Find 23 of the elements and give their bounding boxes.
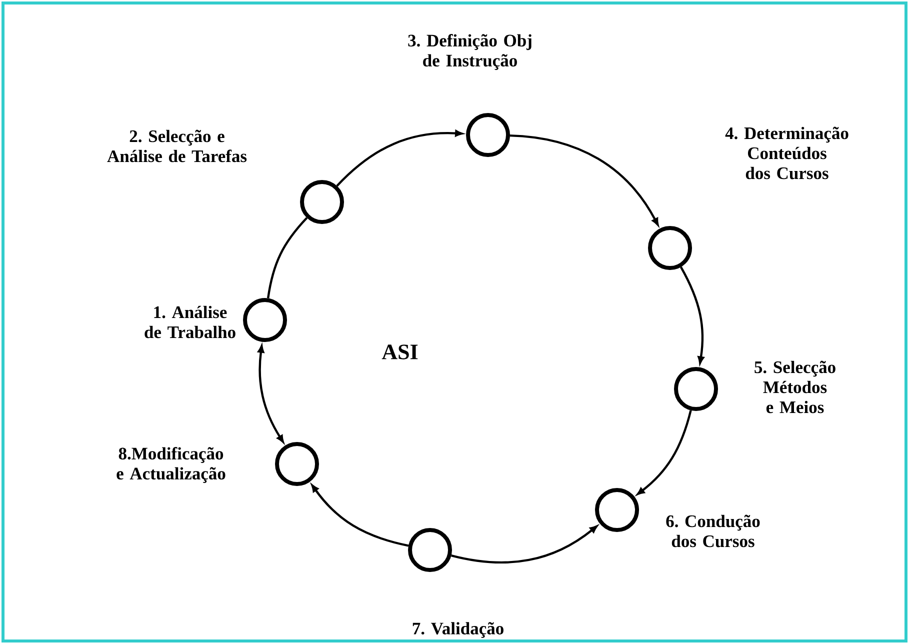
step-circle (595, 488, 639, 532)
step-label: 8.Modificação e Actualização (116, 447, 226, 483)
step-label: 4. Determinação Conteúdos dos Cursos (725, 126, 848, 180)
step-label: 2. Selecção e Análise de Tarefas (107, 130, 247, 162)
step-label: 1. Análise de Trabalho (144, 306, 236, 338)
step-circle (466, 112, 510, 157)
step-circle (300, 180, 344, 224)
step-circle (275, 442, 319, 486)
arrow (680, 266, 704, 364)
arrow (258, 345, 284, 443)
step-label: 6. Condução dos Cursos (666, 514, 760, 548)
step-circle (648, 226, 692, 270)
step-circle (243, 298, 287, 342)
step-label: 5. Selecção Métodos e Meios (754, 360, 836, 414)
step-circle (408, 528, 452, 572)
center-label: ASI (382, 344, 418, 360)
step-label: 7. Validação (412, 622, 504, 638)
arrow (311, 484, 409, 547)
arrow (451, 526, 598, 564)
step-label: 3. Definição Obj de Instrução (408, 34, 532, 70)
arrow (637, 410, 692, 495)
arrow (510, 134, 659, 226)
step-circle (674, 366, 718, 411)
